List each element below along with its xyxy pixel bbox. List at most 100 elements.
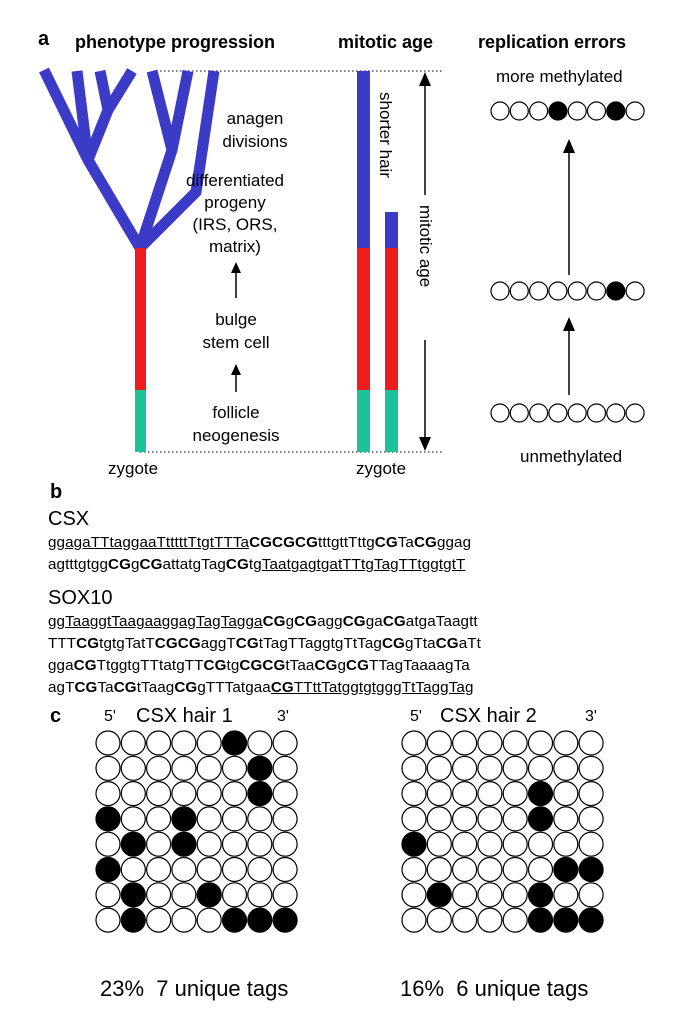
long-hair-blue-bar	[357, 71, 370, 248]
methylated-cpg	[527, 882, 554, 908]
unmethylated-cpg	[120, 856, 146, 883]
sequence-segment: TTT	[48, 635, 77, 652]
unmethylated-cpg	[452, 730, 478, 756]
cpg-site: CG	[314, 657, 338, 674]
unmethylated-cpg	[477, 806, 503, 832]
unmethylated-cpg	[578, 831, 604, 857]
neogenesis-line1: follicle	[212, 403, 260, 422]
sequence-segment: ggagaTTtaggaaTtttttTtgtTTTa	[48, 534, 250, 551]
phenotype-tree	[39, 67, 220, 452]
unmethylated-cpg	[553, 831, 579, 857]
methylated-cpg	[578, 856, 604, 883]
methylated-cpg	[221, 907, 248, 933]
unmethylated-cpg	[95, 755, 121, 781]
panel-c-grids	[95, 730, 604, 933]
unmethylated-cpg	[95, 730, 121, 756]
unmethylated-cpg	[426, 831, 452, 857]
unmethylated-cpg	[426, 780, 452, 807]
unmethylated-cpg	[578, 780, 604, 807]
grid1-title: CSX hair 1	[136, 705, 233, 727]
unmethylated-cpg	[477, 780, 503, 807]
unmethylated-cpg	[553, 780, 579, 807]
sequence-segment: tTaag	[136, 679, 175, 696]
unmethylated-cpg	[196, 730, 222, 756]
unmethylated-site	[586, 403, 607, 423]
methylated-site	[606, 101, 626, 121]
unmethylated-cpg	[426, 856, 452, 883]
unmethylated-site	[490, 281, 510, 301]
sequence-segment: ga	[365, 613, 383, 630]
unmethylated-cpg	[553, 806, 579, 832]
more-methylated-label: more methylated	[496, 67, 623, 86]
unmethylated-cpg	[120, 755, 146, 781]
sequence-line: ggTaaggtTaagaaggagTagTaggaCGgCGaggCGgaCG…	[48, 611, 481, 633]
unmethylated-cpg	[146, 831, 172, 857]
methylated-cpg	[272, 907, 298, 933]
panel-b-letter: b	[50, 481, 63, 503]
unmethylated-label: unmethylated	[520, 447, 623, 466]
sequence-segment: atgaTaagtt	[405, 613, 478, 630]
methylated-cpg	[247, 780, 273, 807]
sequence-segment: TTttTatggtgtgggTtTaggTag	[293, 679, 474, 696]
cpg-site: CG	[174, 679, 198, 696]
methylated-cpg	[120, 907, 146, 933]
cpg-site: CGCG	[154, 635, 201, 652]
unmethylated-site	[567, 403, 587, 423]
sequence-segment: g	[131, 556, 140, 573]
unmethylated-cpg	[120, 806, 146, 832]
unmethylated-cpg	[401, 907, 427, 933]
sequence-segment: agg	[317, 613, 343, 630]
phenotype-progression-header: phenotype progression	[75, 32, 276, 52]
unmethylated-cpg	[401, 856, 427, 883]
sequence-segment: gTta	[404, 635, 436, 652]
neogenesis-line2: neogenesis	[192, 426, 280, 445]
sequence-segment: TtggtgTTtatgTT	[96, 657, 204, 674]
sequence-segment: Ta	[97, 679, 114, 696]
cpg-site: CG	[381, 635, 405, 652]
cpg-site: CG	[76, 635, 100, 652]
unmethylated-site	[490, 403, 510, 423]
unmethylated-cpg	[401, 780, 427, 807]
unmethylated-cpg	[527, 730, 554, 756]
unmethylated-site	[567, 281, 587, 301]
unmethylated-site	[625, 403, 645, 423]
unmethylated-cpg	[120, 730, 146, 756]
unmethylated-cpg	[553, 882, 579, 908]
shorter-hair-label: shorter hair	[376, 92, 395, 178]
cpg-site: CGCG	[239, 657, 286, 674]
unmethylated-cpg	[401, 730, 427, 756]
methylated-cpg	[95, 856, 121, 883]
anagen-line1: anagen	[226, 109, 284, 128]
csx-sequence: ggagaTTtaggaaTtttttTtgtTTTaCGCGCGtttgttT…	[48, 532, 471, 576]
cpg-site: CG	[235, 635, 259, 652]
progression-arrows	[231, 262, 241, 392]
panel-c-letter: c	[50, 705, 62, 727]
cpg-site: CG	[294, 613, 318, 630]
mitotic-age-arrow	[419, 72, 431, 451]
cpg-site: CG	[262, 613, 286, 630]
csx-hair-2-grid	[401, 730, 604, 933]
sequence-segment: tttgttTttg	[318, 534, 375, 551]
unmethylated-cpg	[527, 856, 554, 883]
cpg-site: CGCGCG	[249, 534, 319, 551]
sequence-segment: ggag	[436, 534, 472, 551]
cpg-site: CG	[113, 679, 137, 696]
replication-errors-header: replication errors	[478, 32, 627, 52]
progeny-line4: matrix)	[209, 237, 261, 256]
sequence-segment: tTagTTaggtgTtTag	[258, 635, 382, 652]
trunk-teal-segment	[135, 390, 146, 452]
unmethylated-cpg	[502, 882, 528, 908]
anagen-divisions-label: anagen divisions	[205, 107, 305, 153]
unmethylated-cpg	[401, 806, 427, 832]
unmethylated-cpg	[452, 831, 478, 857]
unmethylated-cpg	[196, 806, 222, 832]
sequence-segment: aggT	[200, 635, 236, 652]
unmethylated-cpg	[221, 882, 248, 908]
unmethylated-cpg	[401, 882, 427, 908]
methylated-cpg	[401, 831, 427, 857]
methylated-cpg	[578, 907, 604, 933]
unmethylated-cpg	[502, 907, 528, 933]
sequence-segment: aTt	[458, 635, 481, 652]
sequence-segment: gga	[48, 657, 74, 674]
unmethylated-cpg	[196, 831, 222, 857]
